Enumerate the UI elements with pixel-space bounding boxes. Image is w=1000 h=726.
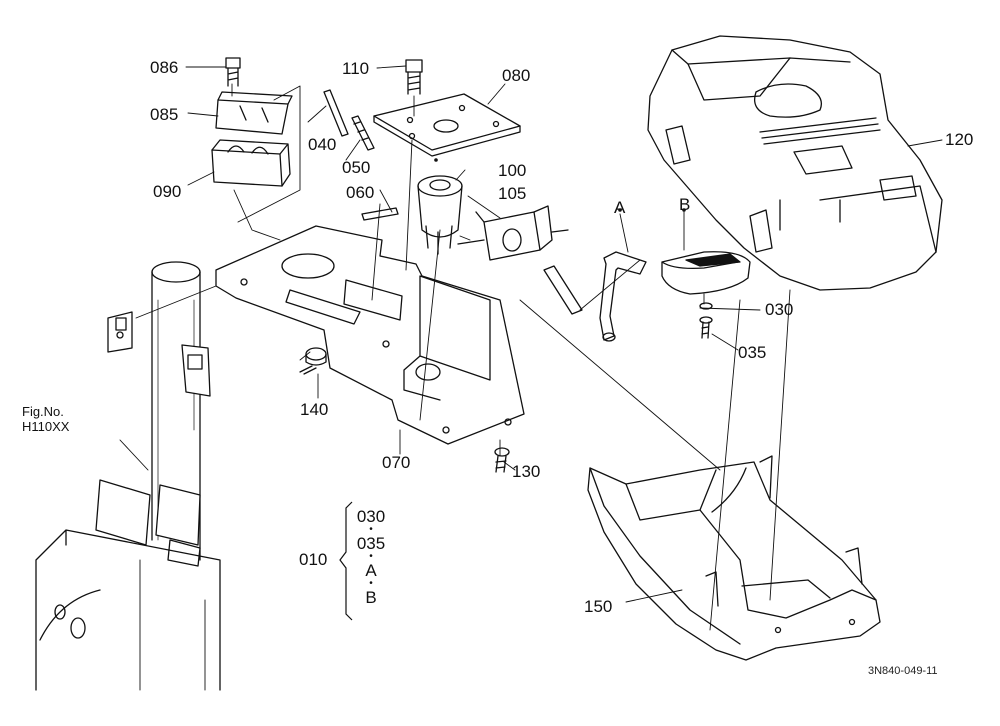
label-part-086: 086 [150,58,179,77]
kit-item-a: A [365,561,377,580]
label-part-120: 120 [945,130,974,149]
bolt-086 [225,57,241,87]
switch-100 [417,175,463,255]
label-part-085: 085 [150,105,179,124]
label-part-150: 150 [584,597,613,616]
label-part-060: 060 [346,183,375,202]
block-090 [211,139,291,187]
callout-a: A [614,198,626,217]
clamp-105 [457,205,569,261]
main-bracket-070 [215,225,525,445]
label-part-110: 110 [342,59,370,78]
knob-b [661,251,751,295]
spring-050 [351,115,375,151]
figure-reference-line1: Fig.No. [22,404,64,419]
label-part-090: 090 [153,182,182,201]
kit-separator: • [369,578,373,589]
steering-column-frame [35,261,221,691]
upper-cover-120 [647,35,943,291]
label-part-040: 040 [308,135,337,154]
label-part-080: 080 [502,66,531,85]
callout-b: B [679,195,691,214]
washer-030 [699,302,713,310]
bolt-140 [299,347,327,375]
lower-cover-150 [587,455,881,661]
bracket-085 [215,91,293,135]
figure-reference-line2: H110XX [22,419,70,434]
label-part-070: 070 [382,453,411,472]
pin-040 [323,89,349,137]
label-part-100: 100 [498,161,527,180]
leader-lines [119,65,943,631]
screw-130 [494,447,510,473]
label-part-035: 035 [738,343,767,362]
label-part-140: 140 [300,400,329,419]
kit-separator: • [369,524,373,535]
label-part-130: 130 [512,462,541,481]
label-part-105: 105 [498,184,527,203]
drawing-code: 3N840-049-11 [868,665,938,677]
plate-080 [373,93,521,157]
label-part-030: 030 [765,300,794,319]
figure-reference: Fig.No. H110XX [22,404,69,434]
label-dots [434,158,686,212]
label-part-010: 010 [299,550,328,569]
kit-item-035: 035 [356,534,386,553]
lever-shaft [543,251,647,342]
kit-item-030: 030 [356,507,386,526]
pin-060 [361,207,399,221]
screw-035 [699,316,713,339]
bolt-110 [405,59,423,95]
label-part-050: 050 [342,158,371,177]
kit-item-b: B [365,588,377,607]
kit-contents: 030 • 035 • A • B [356,508,386,606]
kit-separator: • [369,551,373,562]
